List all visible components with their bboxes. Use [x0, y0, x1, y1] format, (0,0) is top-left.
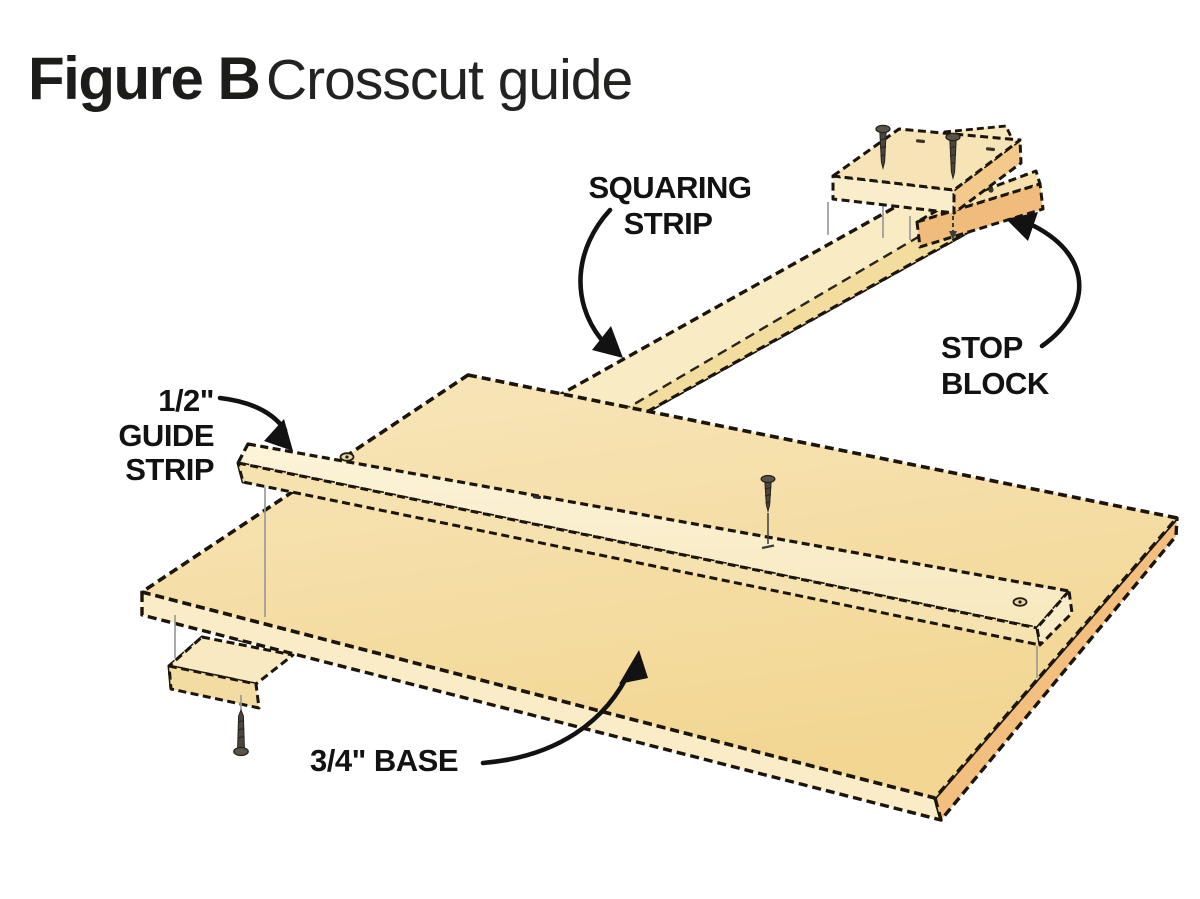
top-plate-pilot-hole-mark — [915, 139, 926, 144]
screw-head — [760, 474, 776, 484]
screw-thread — [764, 494, 772, 497]
stop-block-top-plate — [831, 127, 1023, 215]
squaring-strip-arrow — [578, 207, 613, 342]
figure-subtitle: Crosscut guide — [266, 48, 632, 112]
stop-block-pilot-hole — [988, 187, 994, 193]
label-guide-strip-line2: GUIDE — [118, 418, 214, 453]
label-stop-block-line2: BLOCK — [941, 366, 1050, 401]
label-guide-strip-line3: STRIP — [125, 452, 214, 487]
hole-center — [1018, 600, 1022, 604]
squaring-strip-edge-line — [579, 208, 965, 438]
guide-strip-right-end-face — [1035, 589, 1074, 647]
figure-title: Figure B Crosscut guide — [28, 45, 633, 112]
guide-strip — [236, 442, 1074, 647]
cleat — [167, 635, 295, 710]
top-plate-top-face — [831, 127, 1022, 192]
guide-strip-arrowhead — [264, 419, 293, 451]
cleat-screw-thread — [237, 720, 245, 723]
screw-thread — [880, 154, 886, 157]
callout-labels: SQUARING STRIP STOP BLOCK 1/2" GUIDE STR… — [118, 170, 1050, 778]
callout-arrows — [217, 207, 1082, 766]
figure-label: Figure B — [28, 45, 259, 112]
guide-strip-arrow — [217, 395, 288, 433]
hidden-screw-tip — [949, 231, 957, 240]
base-arrowhead — [619, 650, 648, 684]
screw-head — [945, 132, 961, 142]
guide-strip-hole-middle — [532, 495, 542, 500]
stop-block-front-face — [915, 182, 1045, 249]
guide-strip-hole-left — [339, 452, 355, 462]
squaring-strip-arrowhead — [592, 326, 623, 358]
screw-thread — [949, 154, 957, 157]
hole-center — [345, 455, 349, 459]
plate-screw-1 — [875, 124, 891, 170]
stop-block-arrow — [1031, 223, 1082, 349]
cleat-screw-thread — [237, 736, 245, 739]
label-base: 3/4" BASE — [310, 743, 458, 778]
label-stop-block-line1: STOP — [941, 330, 1023, 365]
screw-hidden-tick — [761, 544, 775, 550]
stop-block-assembly — [831, 124, 1045, 249]
top-plate-pilot-hole-mark — [985, 147, 996, 152]
screw-head — [875, 124, 891, 134]
screw-thread — [765, 501, 771, 504]
squaring-strip-front-face — [580, 210, 970, 446]
cleat-screw-head — [233, 746, 249, 757]
screw-thread — [764, 487, 772, 490]
guide-strip-hole-right — [1012, 597, 1028, 607]
base-arrow — [480, 665, 634, 766]
screw-thread — [879, 146, 887, 149]
screw-thread — [950, 162, 956, 165]
screw-thread — [949, 146, 957, 149]
label-squaring-strip-line1: SQUARING — [588, 170, 751, 205]
label-guide-strip-line1: 1/2" — [158, 383, 214, 418]
screw-thread — [879, 138, 887, 141]
stop-block-arrowhead — [1006, 212, 1038, 241]
guide-strip-screw — [760, 474, 776, 550]
cleat-front-face — [167, 664, 261, 710]
guide-strip-front-face — [236, 461, 1042, 647]
plate-screw-2 — [945, 132, 961, 180]
label-squaring-strip-line2: STRIP — [624, 206, 713, 241]
cleat-screw-thread — [237, 728, 245, 731]
cleat-screw — [233, 695, 249, 757]
